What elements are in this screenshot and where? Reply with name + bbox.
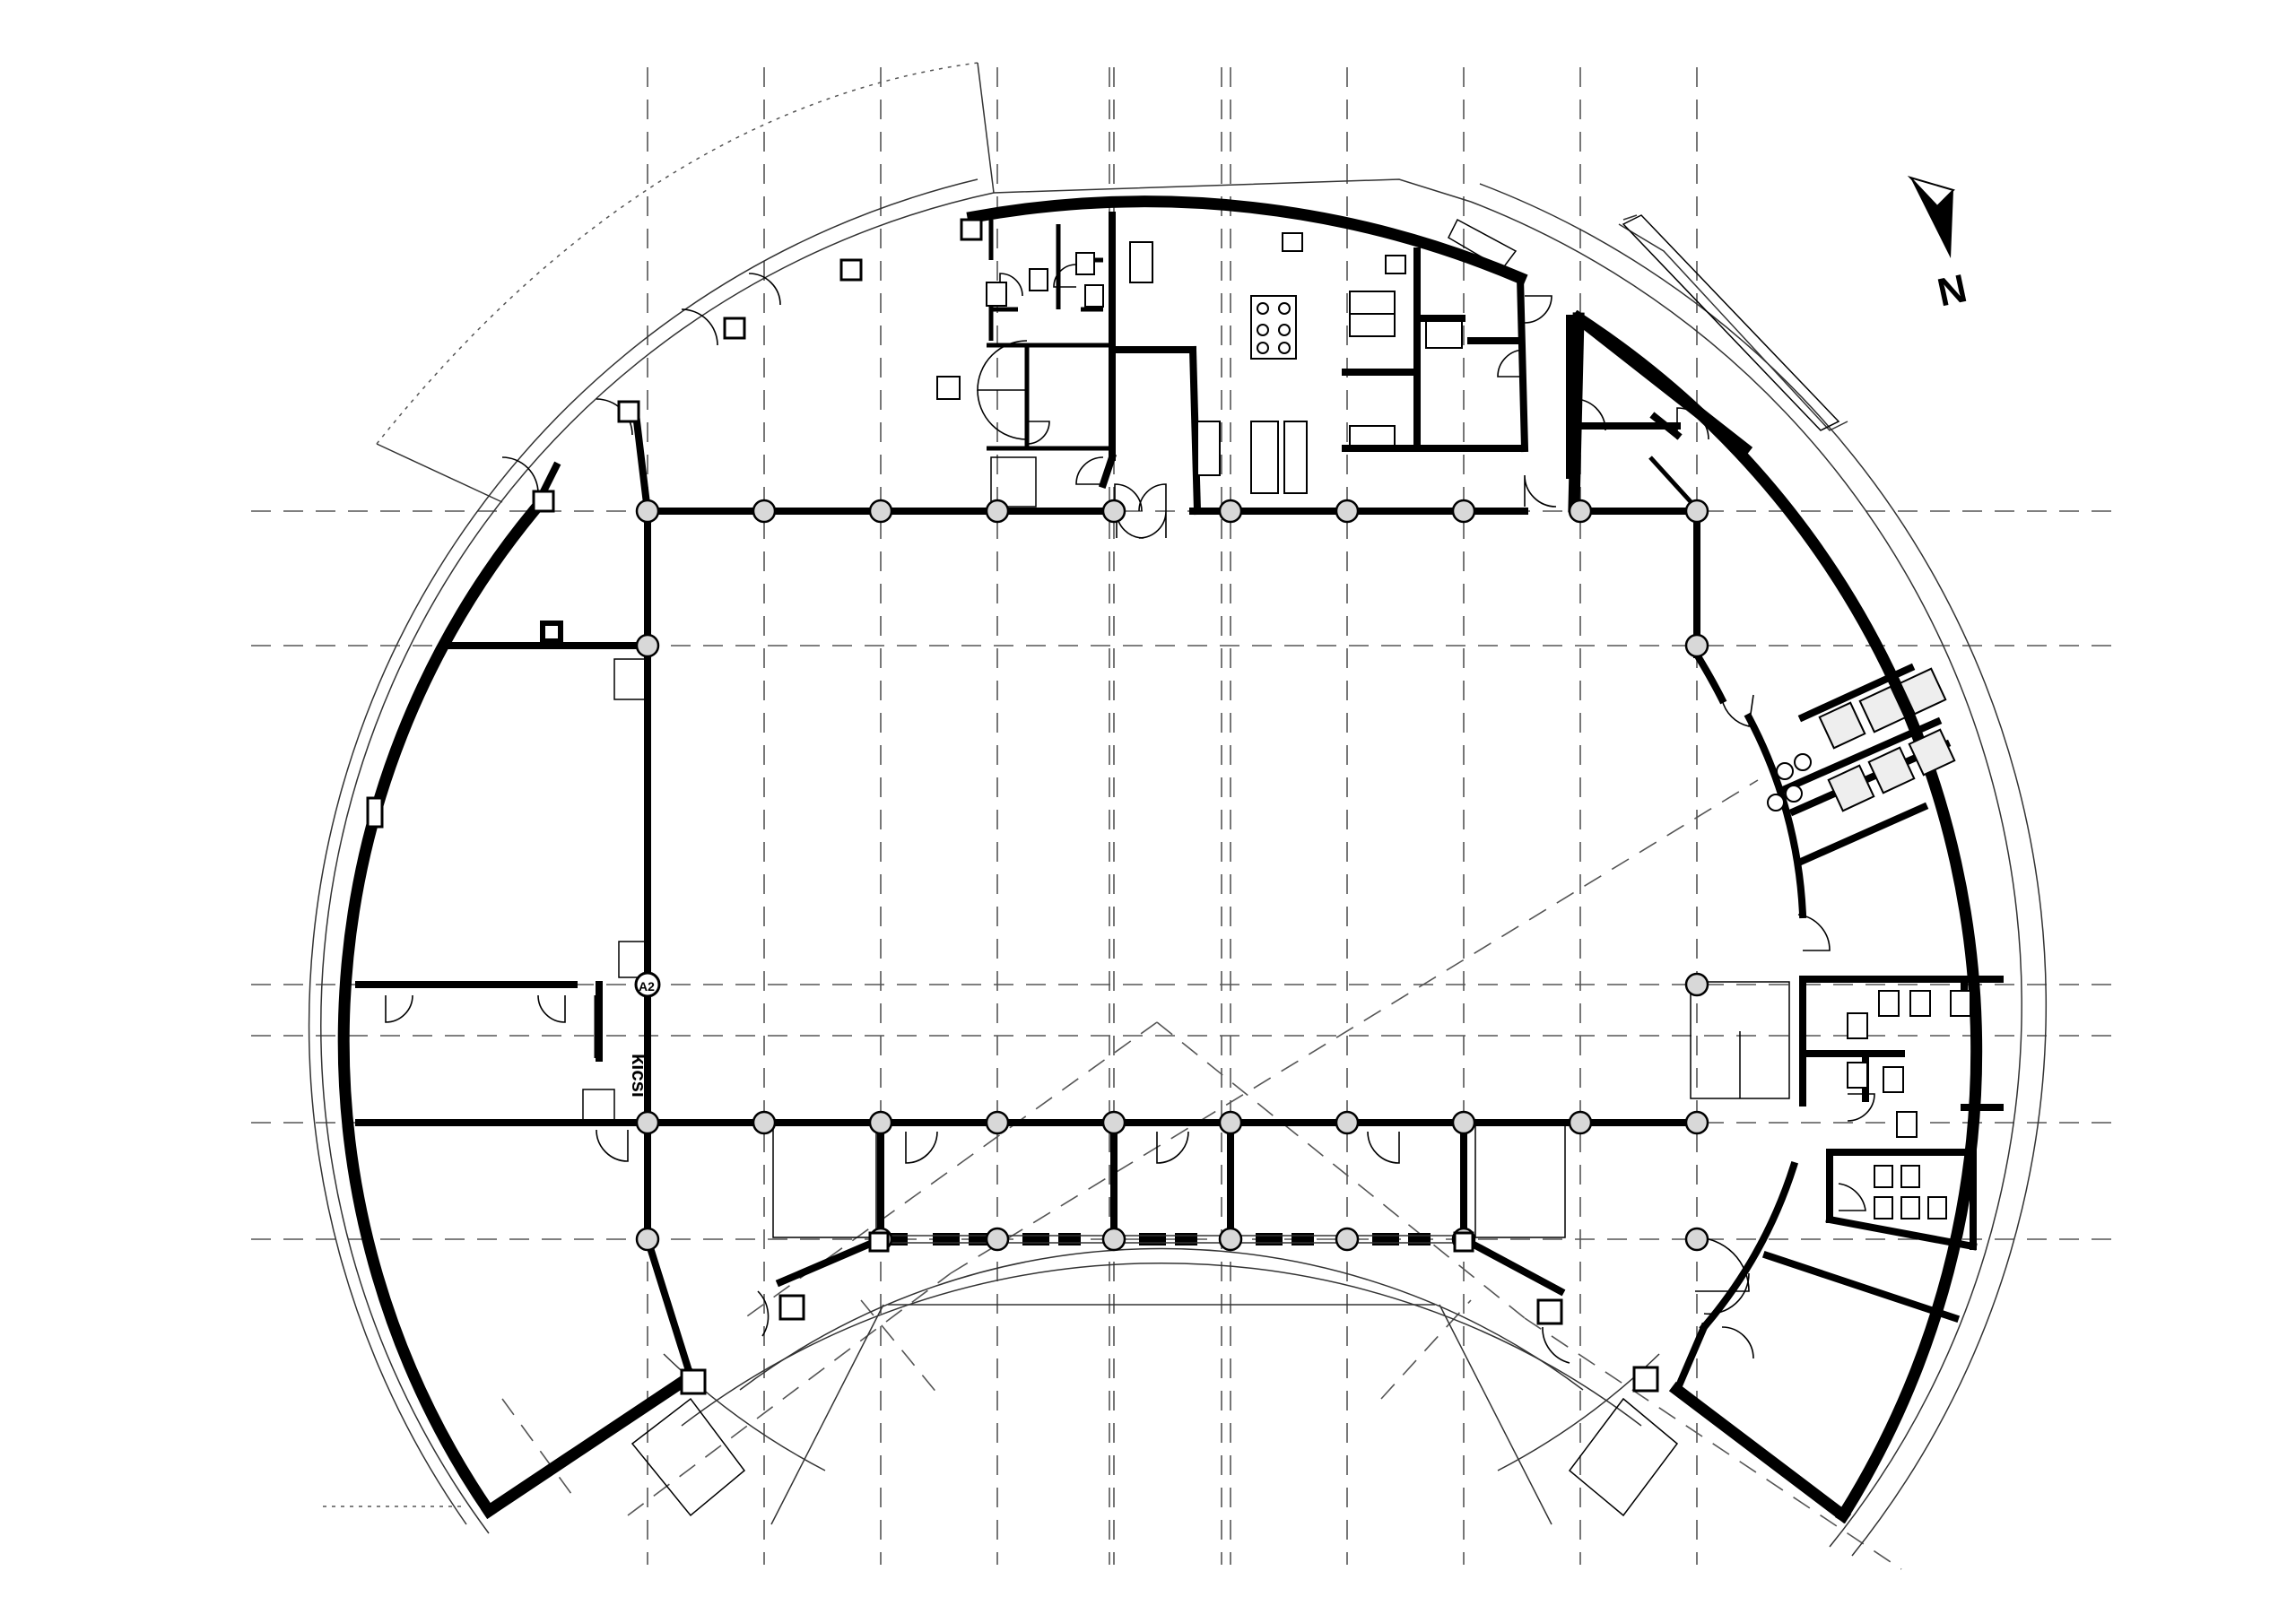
columns: [635, 499, 1709, 1252]
perimeter-pilasters: [532, 218, 1659, 1395]
exterior-walls: [337, 195, 1983, 1524]
showers-east: [1767, 667, 1956, 812]
stair-north: [990, 456, 1037, 508]
north-arrow: N: [1907, 176, 1970, 316]
stair-south-west-exterior: [631, 1397, 746, 1517]
interior-walls: [355, 212, 2004, 1395]
kitchen: [1196, 232, 1463, 494]
south-colonnade: [775, 1233, 1566, 1297]
service-box-west: [366, 621, 599, 1058]
wc-north: [936, 241, 1153, 400]
room-label-kicsi: kicsi: [628, 1054, 650, 1098]
vertical-grid-lines: [647, 67, 1698, 1565]
stair-east: [1690, 981, 1790, 1099]
stair-north-east-exterior: [1448, 218, 1518, 270]
grid-lines: [251, 67, 2117, 1570]
stair-south-west: [772, 1120, 877, 1238]
stair-west-small: [582, 658, 647, 1122]
diagonal-grid-lines: [501, 779, 1902, 1570]
labels: kicsi A2: [628, 971, 661, 1098]
north-label: N: [1934, 266, 1970, 316]
grid-marker-label: A2: [639, 979, 655, 994]
stair-south-east: [1474, 1120, 1566, 1238]
stair-south-east-exterior: [1568, 1397, 1679, 1517]
stair-exterior-east-ramp: [1622, 214, 1840, 431]
stairs: [582, 214, 1840, 1517]
fixtures: [366, 232, 1971, 1219]
toilets-east: [1847, 990, 1971, 1219]
doors: [385, 264, 1875, 1364]
